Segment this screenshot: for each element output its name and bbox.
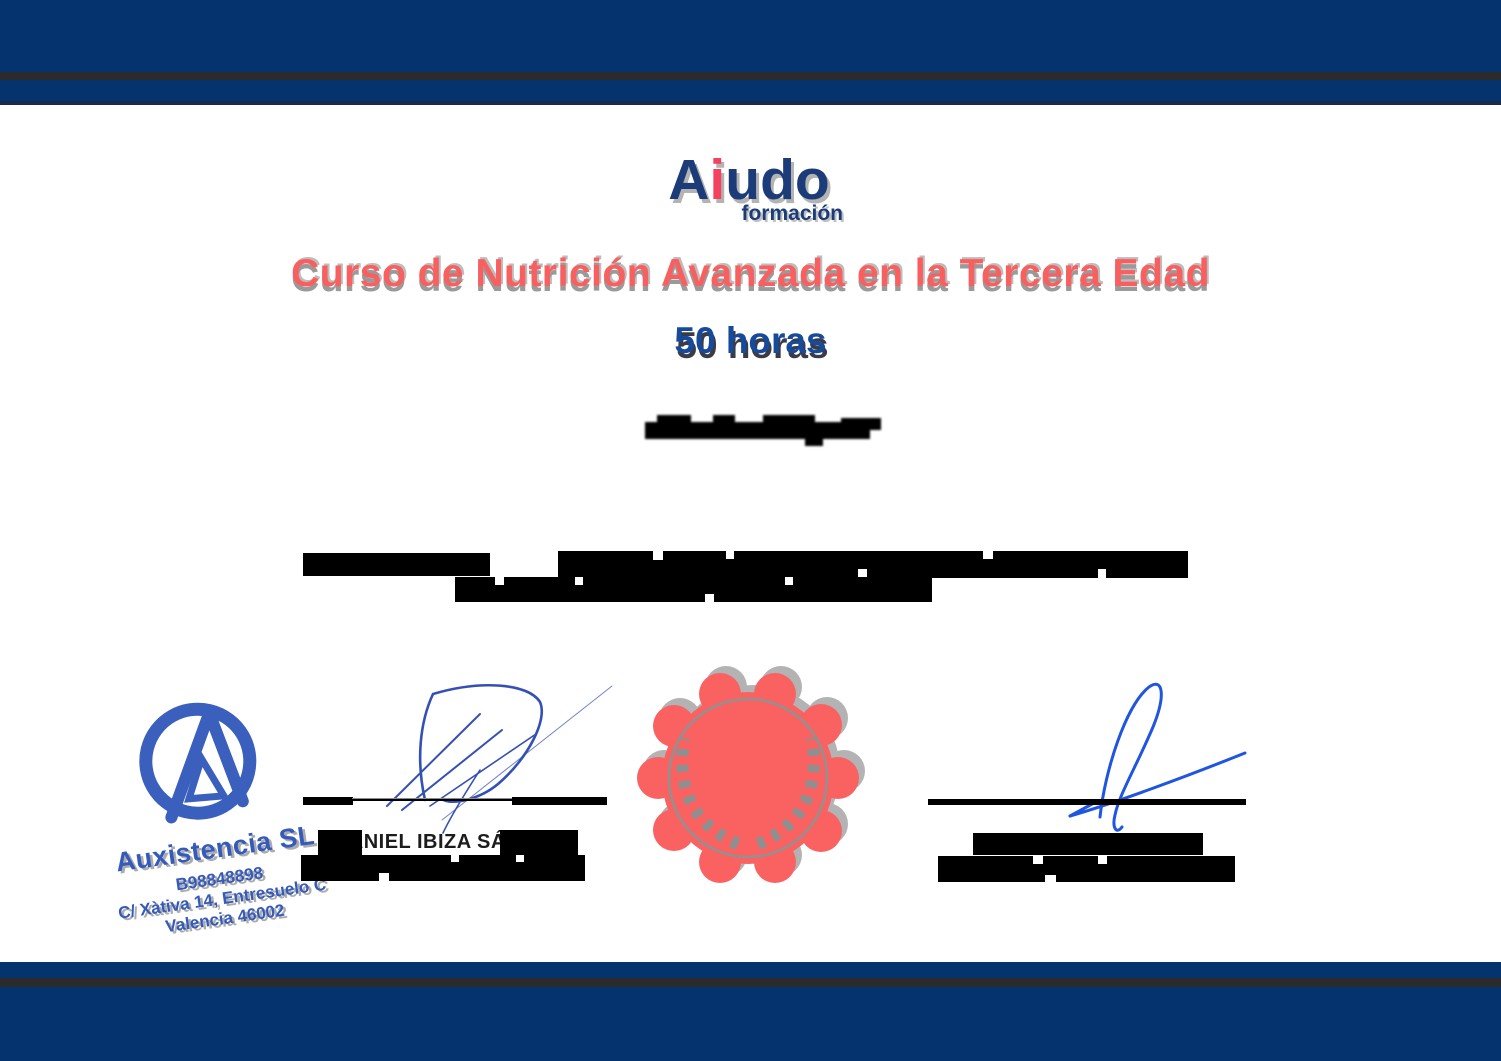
redacted-left-role: [301, 855, 585, 881]
left-signature-line-cover-left: [303, 797, 353, 805]
right-signature-line: [928, 799, 1246, 805]
left-signature-line: [352, 798, 512, 801]
aiudo-logo: Aiudo formación: [649, 150, 849, 226]
logo-accent-letter: i: [709, 148, 726, 212]
bottom-frame-inner-bar: [0, 962, 1501, 978]
redacted-right-role: [938, 856, 1235, 882]
top-frame-inner-bar: [0, 80, 1501, 101]
redacted-right-name: [973, 833, 1203, 855]
course-hours: 50 horas: [674, 320, 827, 361]
course-title: Curso de Nutrición Avanzada en la Tercer…: [291, 252, 1210, 295]
left-signature-icon: [386, 684, 613, 834]
bottom-frame-dark-strip: [0, 978, 1501, 987]
redacted-text-dni: [303, 553, 490, 576]
logo-subtitle: formación: [741, 202, 843, 225]
left-name-cover-start: [318, 830, 362, 856]
bottom-frame-outer-bar: [0, 987, 1501, 1061]
left-name-cover-end: [500, 830, 578, 856]
redacted-student-name: [645, 412, 890, 448]
left-signature-line-cover-right: [512, 797, 607, 805]
auxistencia-logo-icon: [139, 702, 257, 824]
right-signature-icon: [1068, 682, 1247, 832]
top-frame-thin-line: [0, 101, 1501, 105]
logo-wordmark: Aiudo: [668, 148, 830, 212]
redacted-text-line1: [558, 551, 1188, 578]
top-frame-dark-strip: [0, 72, 1501, 80]
top-frame-outer-bar: [0, 0, 1501, 72]
redacted-text-line2: [455, 577, 932, 602]
auxistencia-stamp: Auxistencia SL B98848898 C/ Xàtiva 14, E…: [79, 677, 340, 947]
seal-inner-ring: [667, 697, 829, 859]
award-seal-icon: [637, 666, 865, 883]
